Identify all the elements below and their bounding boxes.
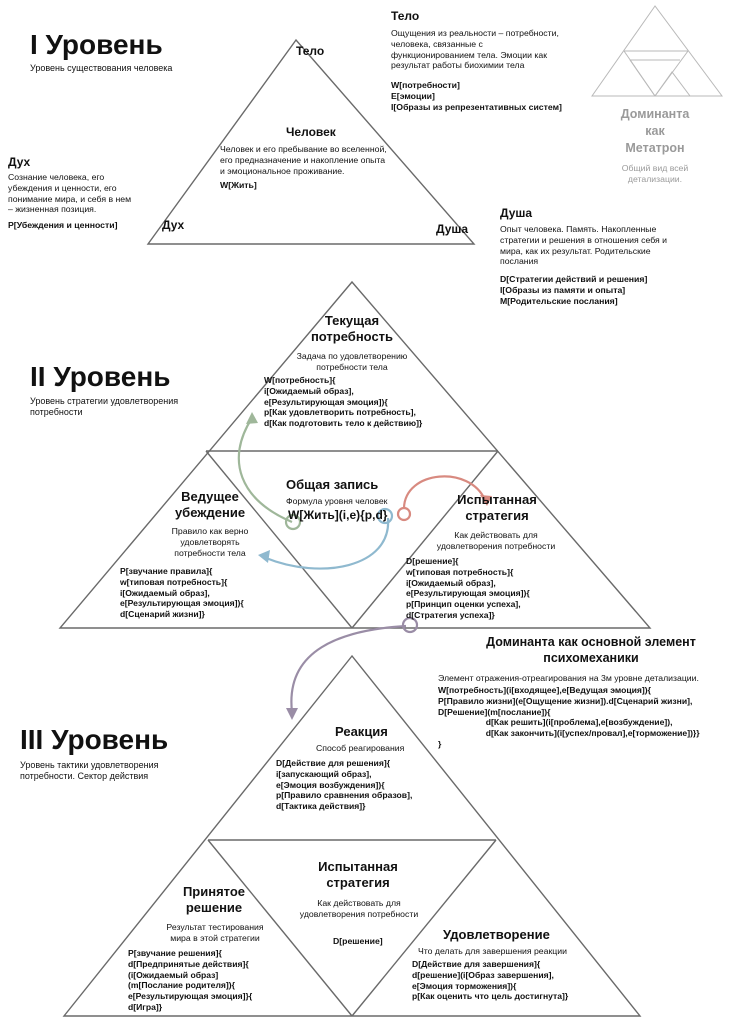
level2-subtitle: Уровень стратегии удовлетворения потребн… [30,396,179,417]
level1-corner-dusha: Душа [436,222,469,236]
dusha-codes: D[Стратегии действий и решения] I[Образы… [500,274,648,306]
red-arrowhead [480,495,492,506]
level2-left-title: Ведущее убеждение [174,489,246,520]
purple-arrow [290,624,407,713]
level3-left-codes: P[звучание решения]{ d[Предпринятые дейс… [128,948,253,1012]
level3-top-codes: D[Действие для решения]{ i[запускающий о… [276,758,413,812]
level3-title: III Уровень [20,724,169,755]
dominant-main-codes: W[потребность](i[входящее],e[Ведущая эмо… [438,685,700,749]
level2-title: II Уровень [30,361,171,392]
level3-right-text: Что делать для завершения реакции [418,946,567,956]
level2-center-text: Формула уровня человек [286,496,388,506]
telo-title: Тело [391,9,420,23]
level3-right-codes: D[Действие для завершения]{ d[решение](i… [412,959,569,1002]
blue-node [376,507,394,525]
dukh-code: P[Убеждения и ценности] [8,220,118,230]
telo-codes: W[потребности] E[эмоции] I[Образы из реп… [391,80,562,112]
level1-triangle [146,38,476,245]
level2-center-formula: W[Жить](i,e){p,d} [288,508,388,522]
level1-center-title: Человек [286,125,336,139]
dominant-title: Доминанта как Метатрон [620,107,690,155]
level2-right-title: Испытанная стратегия [457,492,537,523]
level2-right-text: Как действовать для удовлетворения потре… [436,530,556,551]
level1-title: I Уровень [30,29,163,60]
level3-subtitle: Уровень тактики удовлетворения потребнос… [20,760,159,781]
purple-node [401,616,419,634]
level2-left-text: Правило как верно удовлетворять потребно… [171,526,249,558]
level2-top-codes: W[потребность]{ i[Ожидаемый образ], e[Ре… [264,375,423,429]
level1-corner-dukh: Дух [162,218,185,232]
level3-right-title: Удовлетворение [443,927,550,942]
level3-center-title: Испытанная стратегия [318,859,398,890]
telo-text: Ощущения из реальности – потребности, че… [391,28,559,71]
level1-subtitle: Уровень существования человека [30,63,173,73]
level3-triangle [62,654,642,1017]
purple-arrowhead [286,708,298,720]
level3-top-title: Реакция [335,724,388,739]
level1-center-code: W[Жить] [220,180,257,190]
level2-right-codes: D[решение]{ w[типовая потребность]{ i[Ож… [406,556,530,620]
dusha-text: Опыт человека. Память. Накопленные страт… [500,224,667,267]
dominant-main-title: Доминанта как основной элемент психомеха… [486,635,696,665]
dukh-text: Сознание человека, его убеждения и ценно… [8,172,132,215]
blue-arrowhead [258,550,270,563]
level2-top-text: Задача по удовлетворению потребности тел… [296,351,408,372]
dominant-subtitle: Общий вид всей детализации. [621,163,689,184]
green-arrowhead [246,412,258,424]
dominant-main-text: Элемент отражения-отреагирования на 3м у… [438,673,699,683]
green-arrow [237,417,293,524]
blue-arrow [265,517,390,570]
dusha-title: Душа [500,206,533,220]
red-node [396,506,412,522]
metatron-icon [591,5,723,97]
green-node [284,513,302,531]
level2-top-title: Текущая потребность [310,313,394,344]
level2-left-codes: P[звучание правила]{ w[типовая потребнос… [120,566,244,620]
level3-center-text: Как действовать для удовлетворения потре… [299,898,419,919]
red-arrow [402,475,487,509]
level2-triangle [58,280,652,629]
level3-left-title: Принятое решение [182,884,246,915]
level3-center-code: D[решение] [333,936,383,946]
level1-center-text: Человек и его пребывание во вселенной, е… [220,144,387,176]
level2-center-title: Общая запись [286,477,379,492]
level3-top-text: Способ реагирования [316,743,405,753]
level1-corner-telo: Тело [296,44,325,58]
dukh-title: Дух [8,155,31,169]
level3-left-text: Результат тестирования мира в этой страт… [166,922,264,943]
